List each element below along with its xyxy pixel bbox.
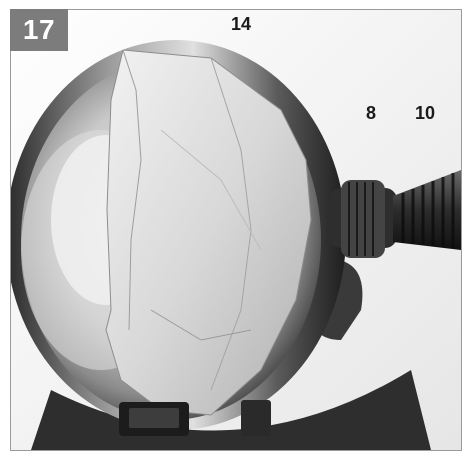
step-number-badge: 17 <box>10 9 68 51</box>
vacuum-photo <box>10 9 462 451</box>
hose-connector-callout: 8 <box>366 103 377 123</box>
hose-callout: 10 <box>415 103 436 123</box>
filter-bag-callout: 14 <box>231 14 252 34</box>
